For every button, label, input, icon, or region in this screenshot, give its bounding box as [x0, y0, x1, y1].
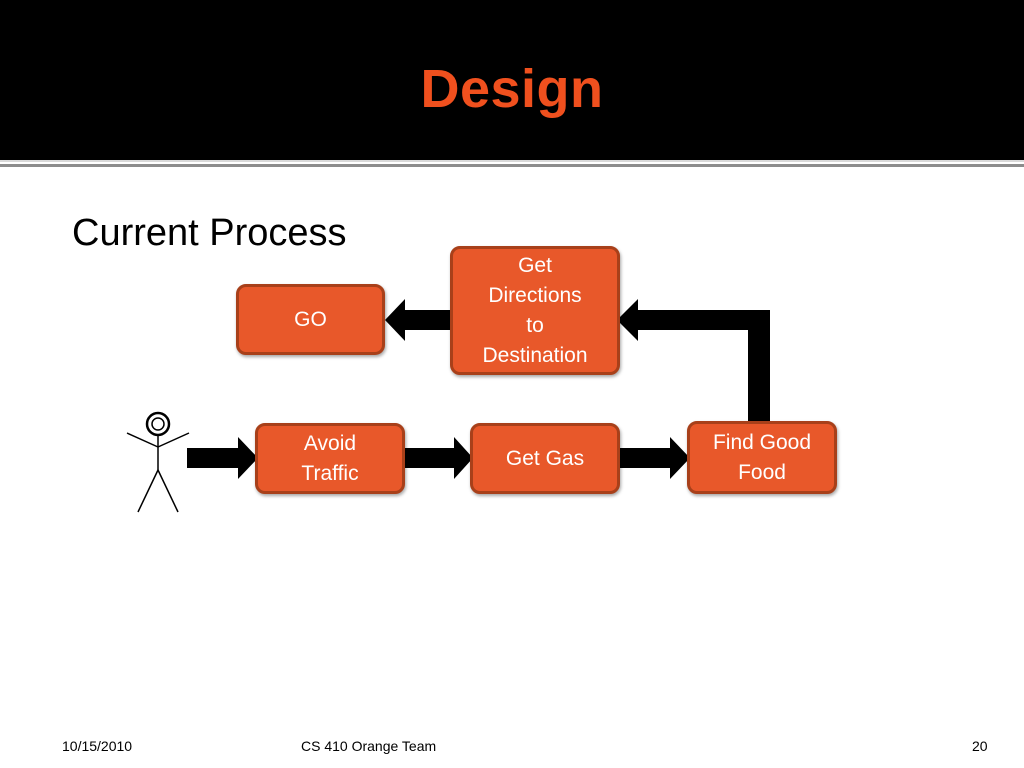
box-avoid-traffic-line-2: Traffic — [301, 461, 359, 485]
figure-head-outer — [145, 411, 171, 437]
figure-arm-right — [157, 432, 190, 448]
title-divider-light — [0, 160, 1024, 162]
footer-page-number: 20 — [972, 738, 988, 754]
title-divider-dark — [0, 164, 1024, 167]
arrow-directions-to-go — [385, 299, 452, 341]
box-get-directions: Get Directions to Destination — [450, 246, 620, 375]
box-find-good-food: Find Good Food — [687, 421, 837, 494]
arrow-actor-to-avoid-traffic — [187, 437, 258, 479]
figure-head-inner — [151, 417, 165, 431]
slide-title: Design — [420, 59, 604, 119]
box-get-directions-line-3: to — [526, 313, 544, 337]
box-find-good-food-line-2: Food — [738, 460, 786, 484]
box-get-gas: Get Gas — [470, 423, 620, 494]
box-get-gas-label: Get Gas — [505, 446, 585, 470]
box-find-good-food-line-1: Find Good — [712, 430, 812, 454]
arrow-find-food-to-directions — [617, 299, 770, 424]
figure-arm-left — [126, 432, 159, 448]
box-get-directions-line-4: Destination — [482, 343, 588, 367]
footer-team: CS 410 Orange Team — [301, 738, 437, 754]
box-avoid-traffic: Avoid Traffic — [255, 423, 405, 494]
box-go-label: GO — [294, 307, 327, 331]
slide-subtitle: Current Process — [72, 212, 347, 254]
box-get-directions-line-2: Directions — [488, 283, 582, 307]
box-get-directions-line-1: Get — [518, 253, 552, 277]
arrow-get-gas-to-find-food — [620, 437, 690, 479]
stick-figure-icon — [126, 411, 190, 513]
box-get-directions-text: Get Directions to Destination — [482, 251, 587, 371]
footer-date: 10/15/2010 — [62, 738, 133, 754]
figure-leg-left — [137, 469, 159, 513]
box-find-good-food-text: Find Good Food — [713, 428, 811, 488]
box-avoid-traffic-text: Avoid Traffic — [301, 429, 358, 489]
arrow-avoid-traffic-to-get-gas — [404, 437, 473, 479]
box-go: GO — [236, 284, 385, 355]
box-avoid-traffic-line-1: Avoid — [303, 431, 357, 455]
title-bar: Design — [0, 0, 1024, 160]
figure-leg-right — [157, 469, 179, 513]
